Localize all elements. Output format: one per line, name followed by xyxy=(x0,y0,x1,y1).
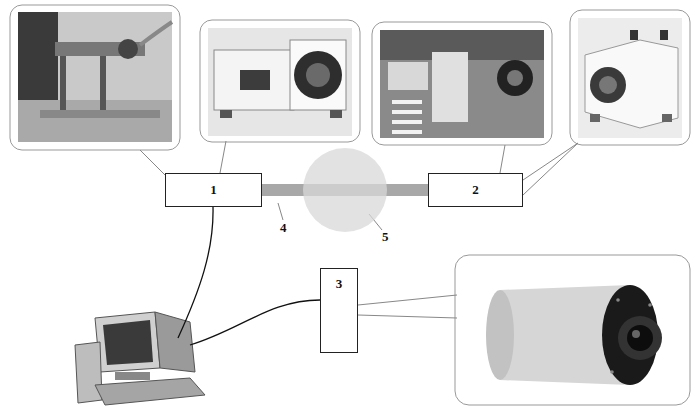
photo-callout xyxy=(570,10,690,145)
callout-number: 3 xyxy=(336,277,343,291)
callout-number: 5 xyxy=(380,230,391,244)
process-box: 2 xyxy=(428,173,523,207)
callout-number: 2 xyxy=(472,183,479,197)
photo-callout xyxy=(200,20,360,142)
callout-number: 4 xyxy=(278,221,289,235)
photo-callout xyxy=(372,22,552,145)
photo-callout xyxy=(455,255,690,405)
process-box: 3 xyxy=(320,268,358,353)
leader-line xyxy=(140,141,578,318)
photo-callout xyxy=(10,5,180,150)
cable xyxy=(178,207,320,345)
sample-zone xyxy=(303,148,387,232)
callout-number: 1 xyxy=(210,183,217,197)
computer xyxy=(75,312,205,405)
process-box: 1 xyxy=(165,173,262,207)
